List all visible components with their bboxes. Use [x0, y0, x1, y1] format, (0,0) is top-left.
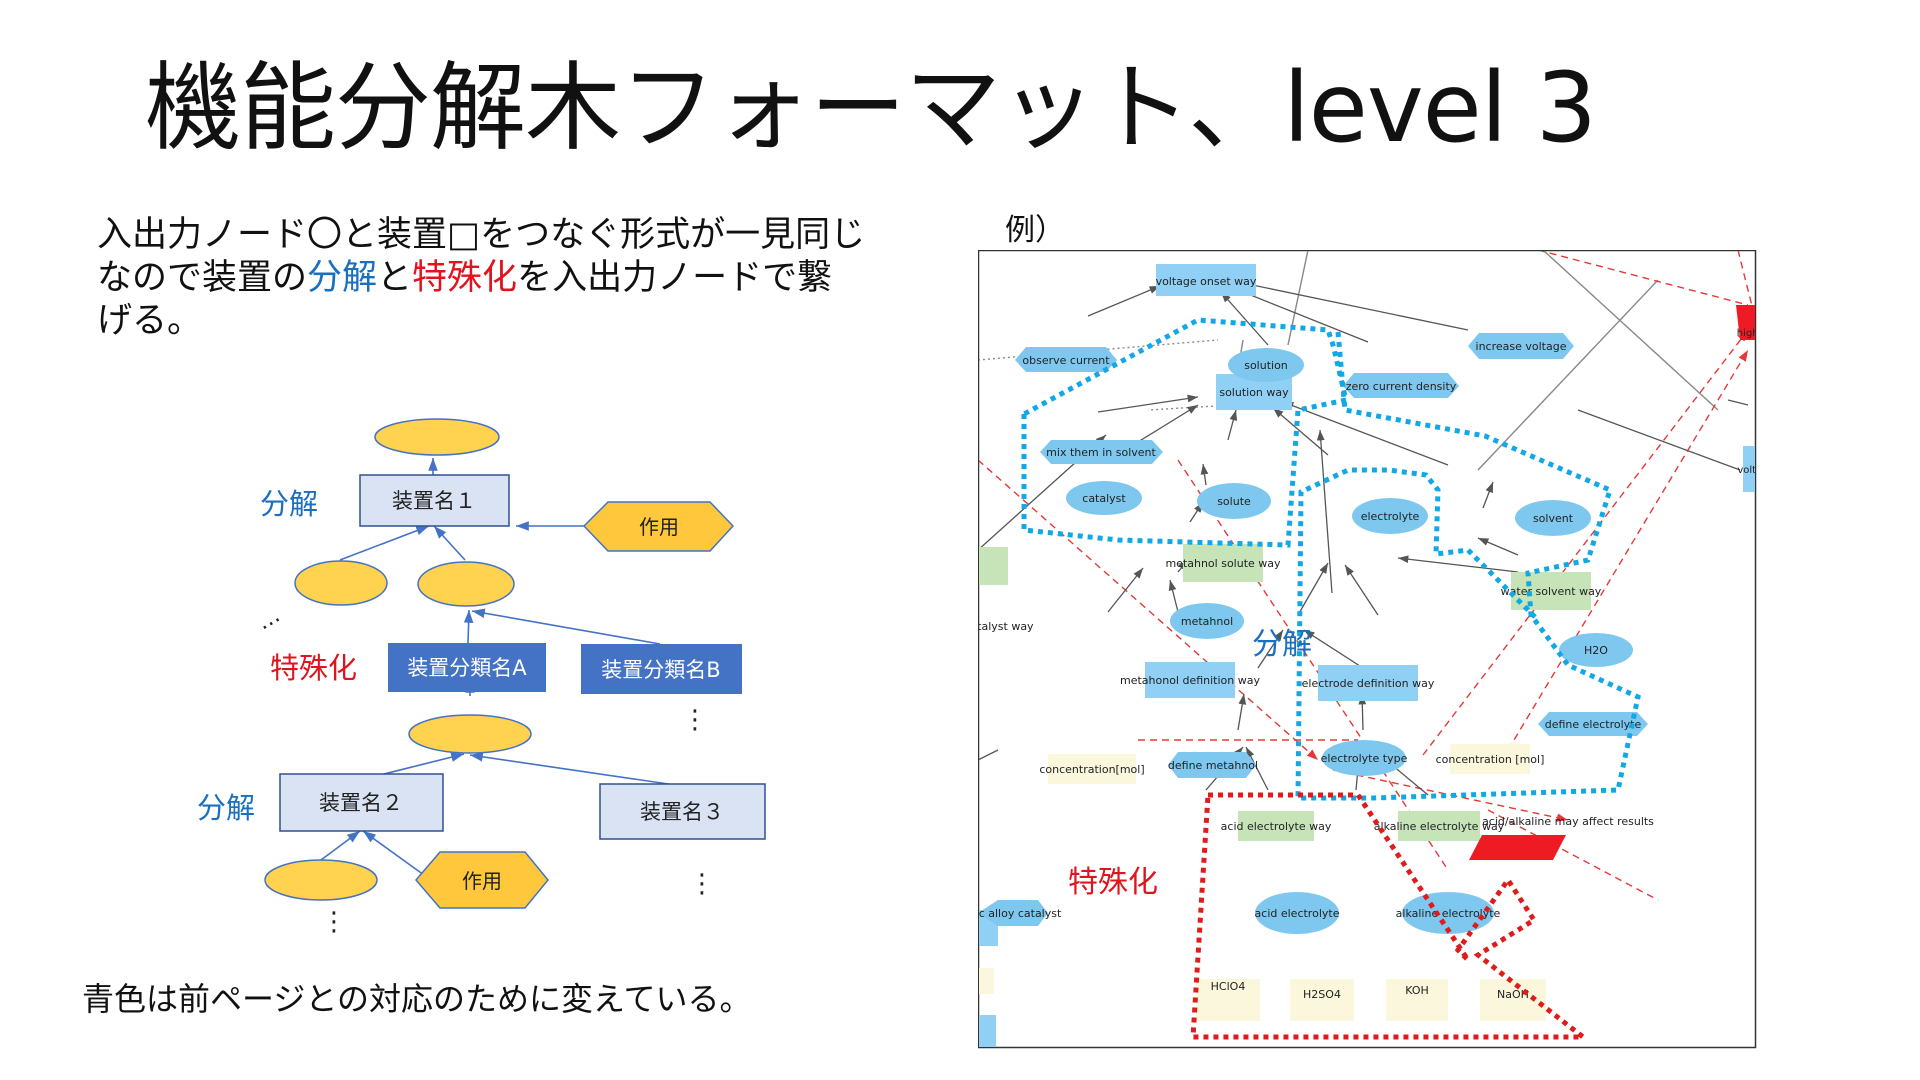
gn-alkaline-electrolyte: alkaline electrolyte	[1396, 907, 1501, 920]
gn-increase-voltage: increase voltage	[1476, 340, 1567, 353]
io-node-class	[408, 714, 532, 754]
schematic-diagram: 装置名１ 装置分類名A 装置分類名B 装置名２ 装置名３ 作用 作用 分解 特殊…	[197, 418, 766, 937]
device-box-1	[359, 474, 510, 527]
intro-decomp-word: 分解	[307, 258, 378, 298]
action-2-label: 作用	[462, 869, 502, 893]
gn-koh: KOH	[1405, 984, 1429, 997]
gn-metahnol-solute-way: metahnol solute way	[1165, 557, 1281, 570]
class-b-label: 装置分類名B	[601, 658, 720, 682]
action-1-label: 作用	[639, 515, 679, 539]
gn-electrode-def-way: electrode definition way	[1302, 677, 1435, 690]
gn-metahonol-def-way: metahonol definition way	[1120, 674, 1261, 687]
gn-alloy-catalyst: c alloy catalyst	[979, 907, 1062, 920]
gn-electrolyte-type: electrolyte type	[1321, 752, 1408, 765]
gn-highly: highly	[1737, 328, 1758, 339]
io-node-top	[374, 418, 500, 456]
device-2-label: 装置名２	[319, 791, 403, 815]
gn-concentration-right: concentration [mol]	[1436, 753, 1545, 766]
device-1-label: 装置名１	[392, 489, 476, 513]
gn-voltage-edge: voltage	[1737, 465, 1758, 476]
io-node-bottom	[264, 859, 378, 901]
slide-title: 機能分解木フォーマット、level 3	[145, 52, 1597, 164]
gn-acid-electrolyte-way: acid electrolyte way	[1221, 820, 1332, 833]
intro-part2: を入出力ノードで繋げる。	[97, 258, 833, 341]
gn-acid-alkaline-warning: acid/alkaline may affect results	[1482, 815, 1654, 828]
gn-naoh: NaOH	[1497, 988, 1529, 1001]
gn-water-solvent-way: water solvent way	[1501, 585, 1602, 598]
example-graph: voltage onset way observe current soluti…	[978, 250, 1758, 1049]
graph-dev-metahonol	[1145, 662, 1235, 698]
ellipsis-left: …	[253, 603, 285, 636]
vdots-b: ⋮	[682, 705, 708, 735]
device-3-label: 装置名３	[640, 800, 724, 824]
footnote: 青色は前ページとの対応のために変えている。	[82, 980, 752, 1018]
gn-hclo4: HClO4	[1211, 980, 1246, 993]
gn-solvent: solvent	[1533, 512, 1574, 525]
gn-zero-current-density: zero current density	[1346, 380, 1457, 393]
device-box-3	[599, 783, 766, 840]
vdots-bottom: ⋮	[321, 907, 347, 937]
gn-concentration-left: concentration[mol]	[1039, 763, 1144, 776]
gn-define-metahnol: define metahnol	[1168, 759, 1258, 772]
gn-catalyst-way: atalyst way	[978, 620, 1034, 633]
device-box-2	[279, 773, 444, 832]
io-node-mid	[417, 561, 515, 607]
gn-solution-way: solution way	[1219, 386, 1289, 399]
schematic-decomp-label-2: 分解	[197, 791, 255, 825]
intro-text: 入出力ノード〇と装置□をつなぐ形式が一見同じなので装置の分解と特殊化を入出力ノー…	[97, 214, 867, 343]
example-label: 例）	[1005, 213, 1065, 248]
graph-spec-label: 特殊化	[1068, 865, 1158, 900]
decomp-outline-1	[1021, 317, 1350, 548]
intro-spec-word: 特殊化	[412, 258, 518, 298]
class-box-a	[388, 643, 546, 692]
intro-and: と	[377, 258, 413, 298]
io-node-left	[294, 560, 388, 606]
spec-outline	[1190, 792, 1591, 1040]
intro-part1: 入出力ノード〇と装置□をつなぐ形式が一見同じなので装置の	[97, 215, 866, 298]
gn-electrolyte: electrolyte	[1361, 510, 1420, 523]
gn-metahnol: metahnol	[1181, 615, 1233, 628]
schematic-decomp-label-1: 分解	[260, 487, 318, 521]
gn-observe-current: observe current	[1022, 354, 1110, 367]
gn-solute: solute	[1217, 495, 1251, 508]
gn-alkaline-electrolyte-way: alkaline electrolyte way	[1374, 820, 1505, 833]
graph-decomp-label: 分解	[1252, 627, 1312, 662]
schematic-spec-label: 特殊化	[270, 651, 357, 685]
gn-solution: solution	[1244, 359, 1288, 372]
gn-h2so4: H2SO4	[1303, 988, 1341, 1001]
class-a-label: 装置分類名A	[407, 656, 527, 680]
gn-mix-them: mix them in solvent	[1046, 446, 1156, 459]
action-hexagon-1	[582, 501, 735, 552]
decomp-outline-2	[1295, 331, 1641, 801]
gn-voltage-onset-way: voltage onset way	[1156, 275, 1257, 288]
gn-define-electrolyte: define electrolyte	[1545, 718, 1642, 731]
class-box-b	[581, 644, 742, 694]
gn-catalyst: catalyst	[1082, 492, 1126, 505]
gn-h2o: H2O	[1584, 644, 1608, 657]
action-hexagon-2	[415, 851, 549, 909]
gn-acid-electrolyte: acid electrolyte	[1255, 907, 1340, 920]
vdots-3: ⋮	[689, 869, 715, 899]
graph-warning-node	[1469, 835, 1566, 860]
